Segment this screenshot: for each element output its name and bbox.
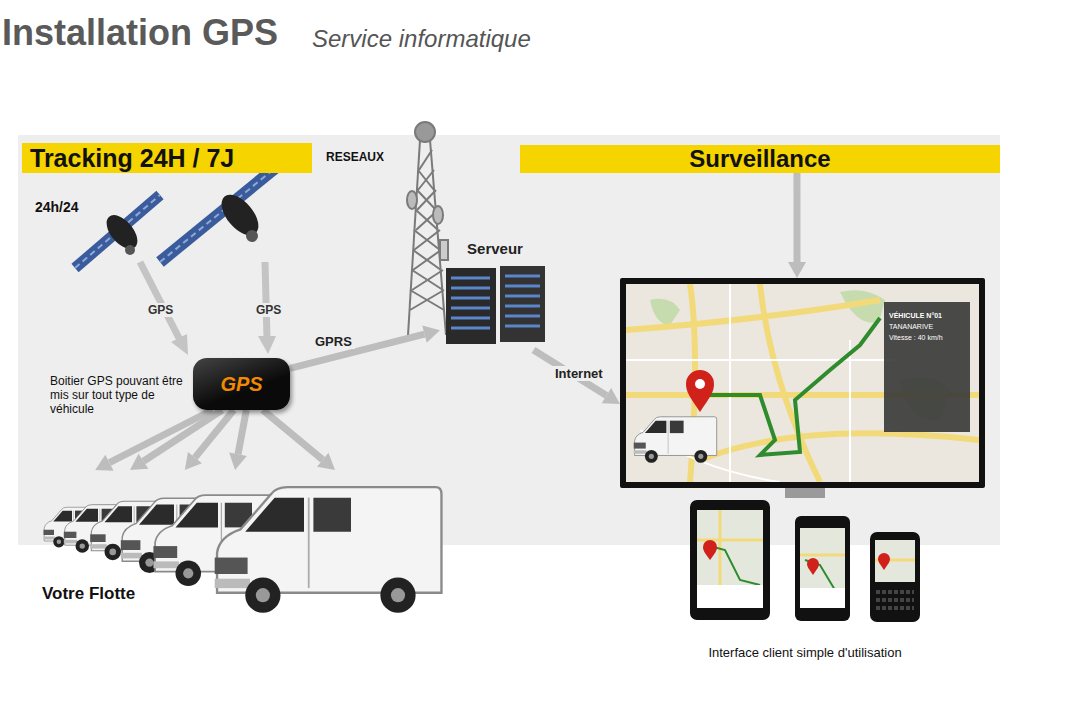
connector-arrow [95, 410, 212, 471]
node-text: Votre Flotte [42, 584, 135, 604]
connector-arrow [290, 325, 440, 368]
client-interface: Interface client simple d'utilisation [670, 495, 940, 660]
smartphone [795, 516, 850, 621]
info-text: Vitesse : 40 km/h [889, 332, 965, 343]
fleet-group: Votre Flotte [35, 470, 450, 620]
panel [18, 135, 1000, 545]
connector-arrow [185, 410, 234, 470]
node-text: Interface client simple d'utilisation [708, 645, 901, 660]
page-title: Installation GPS [2, 12, 278, 54]
map [626, 284, 979, 482]
keyboard-phone [870, 532, 920, 622]
node-text: GPS [220, 373, 262, 396]
monitor-stand [785, 488, 825, 498]
server-group: Serveur [440, 240, 550, 350]
node-text: Tracking 24H / 7J [30, 144, 234, 173]
antenna-tower [407, 122, 448, 335]
info-text: VÉHICULE N°01 [889, 310, 965, 321]
connector-arrow [534, 350, 621, 404]
network-label: RESEAUX [326, 150, 384, 164]
monitor-screen: VÉHICULE N°01TANANARIVEVitesse : 40 km/h [620, 278, 985, 488]
arrow-head [602, 388, 620, 404]
arrow-head [422, 325, 440, 342]
subtitle: Service informatique [312, 25, 531, 53]
edge-label: Internet [552, 366, 606, 381]
connector-line [534, 350, 607, 396]
node-text: Surveillance [689, 145, 830, 173]
connector-arrow [263, 410, 335, 470]
header-band: Surveillance [520, 145, 1000, 173]
connector-line [263, 410, 323, 460]
tablet [690, 500, 770, 620]
time-label: 24h/24 [35, 199, 79, 215]
edge-label: GPRS [312, 334, 355, 349]
connector-line [195, 410, 234, 458]
arrow-head [185, 452, 202, 470]
arrow-head [95, 455, 113, 471]
connector-line [793, 173, 800, 262]
connector-line [290, 334, 424, 368]
connector-arrow [229, 410, 247, 470]
arrow-head [317, 453, 335, 470]
arrow-head [229, 453, 247, 470]
signal-label: GPS [254, 303, 283, 317]
info-text: TANANARIVE [889, 321, 965, 332]
connector-line [238, 410, 246, 454]
device-caption: Boitier GPS pouvant être mis sur tout ty… [50, 374, 188, 416]
satellite [160, 160, 285, 262]
node-text: Serveur [467, 240, 523, 257]
connector-arrow [788, 173, 806, 278]
header-band: Tracking 24H / 7J [22, 143, 312, 173]
info-panel: VÉHICULE N°01TANANARIVEVitesse : 40 km/h [884, 302, 970, 432]
signal-label: GPS [146, 303, 175, 317]
arrow-head [130, 454, 148, 470]
satellite [75, 195, 160, 268]
server-rack [446, 266, 545, 344]
gps-device: GPS [193, 358, 290, 410]
arrow-head [788, 262, 806, 278]
